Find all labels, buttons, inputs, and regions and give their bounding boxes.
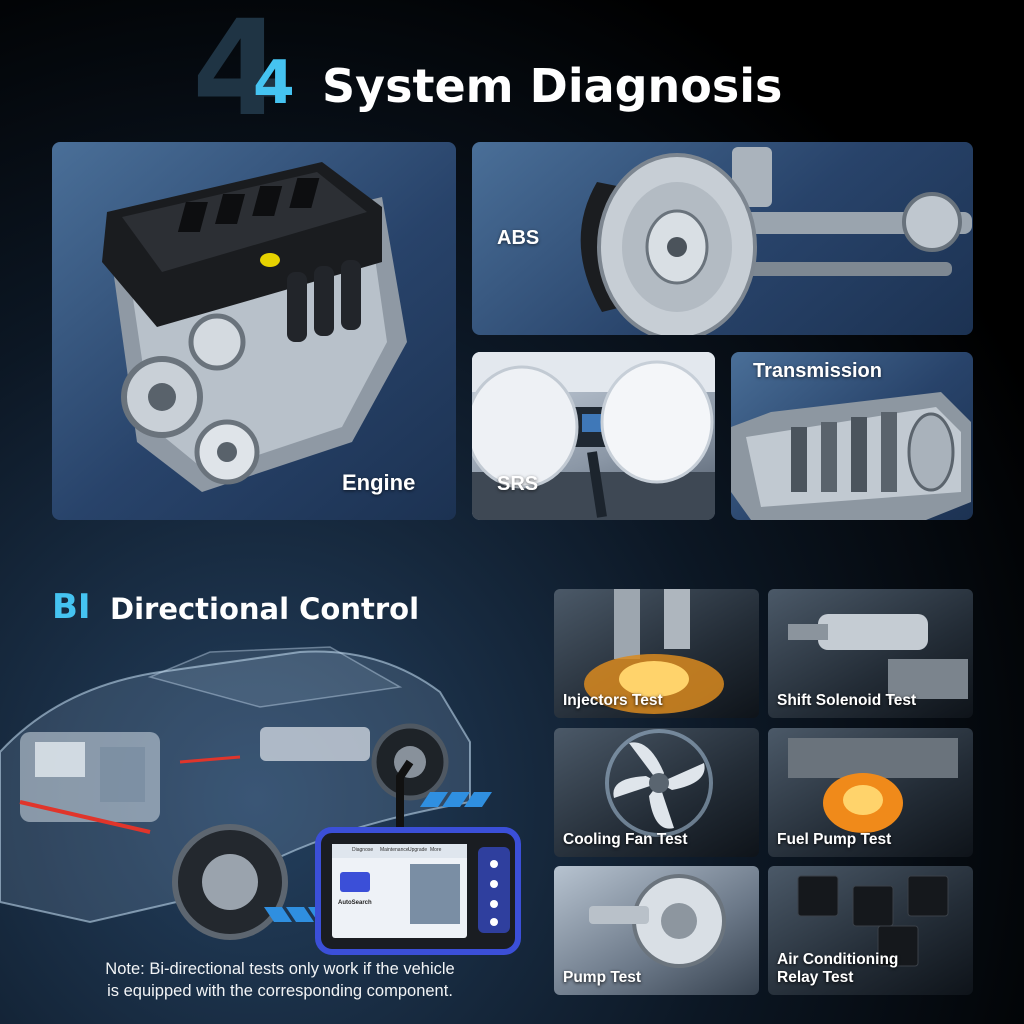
shift-solenoid-test-label: Shift Solenoid Test	[777, 692, 917, 709]
fuel-pump-test-tile: Fuel Pump Test	[768, 728, 973, 857]
transmission-illustration	[731, 392, 971, 520]
device-autosearch-label: AutoSearch	[338, 900, 372, 906]
device-tab-maintenance: Maintenance	[380, 847, 409, 853]
title-digit: 4	[253, 48, 295, 118]
pump-illustration	[589, 874, 726, 968]
fuel-pump-illustration	[788, 738, 958, 833]
fuel-pump-test-label: Fuel Pump Test	[777, 831, 892, 848]
transmission-label: Transmission	[753, 360, 882, 382]
solenoid-illustration	[788, 614, 968, 699]
engine-illustration	[102, 162, 407, 492]
relay-illustration	[797, 875, 949, 967]
pump-test-tile: Pump Test	[554, 866, 759, 995]
car-and-scanner-illustration: Diagnose Maintenance Upgrade More AutoSe…	[0, 632, 540, 962]
bidirectional-title: Directional Control	[110, 592, 420, 626]
ac-relay-test-tile: Air Conditioning Relay Test	[768, 866, 973, 995]
device-tab-upgrade: Upgrade	[408, 847, 428, 853]
device-tab-diagnose: Diagnose	[352, 847, 374, 853]
srs-tile: SRS	[472, 352, 715, 520]
pump-test-label: Pump Test	[563, 969, 642, 986]
transmission-tile: Transmission	[731, 352, 973, 520]
ac-relay-test-label: Air Conditioning Relay Test	[777, 951, 899, 986]
airbag-illustration	[472, 352, 715, 520]
cooling-fan-illustration	[605, 729, 713, 837]
engine-label: Engine	[342, 470, 416, 495]
page-title: System Diagnosis	[322, 59, 783, 113]
abs-label: ABS	[497, 227, 540, 249]
engine-tile: Engine	[52, 142, 456, 520]
shift-solenoid-test-tile: Shift Solenoid Test	[768, 589, 973, 718]
cooling-fan-test-label: Cooling Fan Test	[563, 831, 688, 848]
device-tab-more: More	[430, 847, 442, 853]
footnote: Note: Bi-directional tests only work if …	[105, 960, 455, 1000]
injectors-test-label: Injectors Test	[563, 692, 663, 709]
bidirectional-prefix: BI	[52, 587, 91, 627]
xray-car-illustration	[0, 646, 521, 955]
injectors-test-tile: Injectors Test	[554, 589, 759, 718]
cooling-fan-test-tile: Cooling Fan Test	[554, 728, 759, 857]
abs-tile: ABS	[472, 142, 973, 335]
srs-label: SRS	[497, 473, 539, 495]
injector-illustration	[584, 589, 724, 714]
brake-disc-illustration	[580, 147, 972, 335]
title-digit-shadow: 4	[192, 0, 284, 146]
